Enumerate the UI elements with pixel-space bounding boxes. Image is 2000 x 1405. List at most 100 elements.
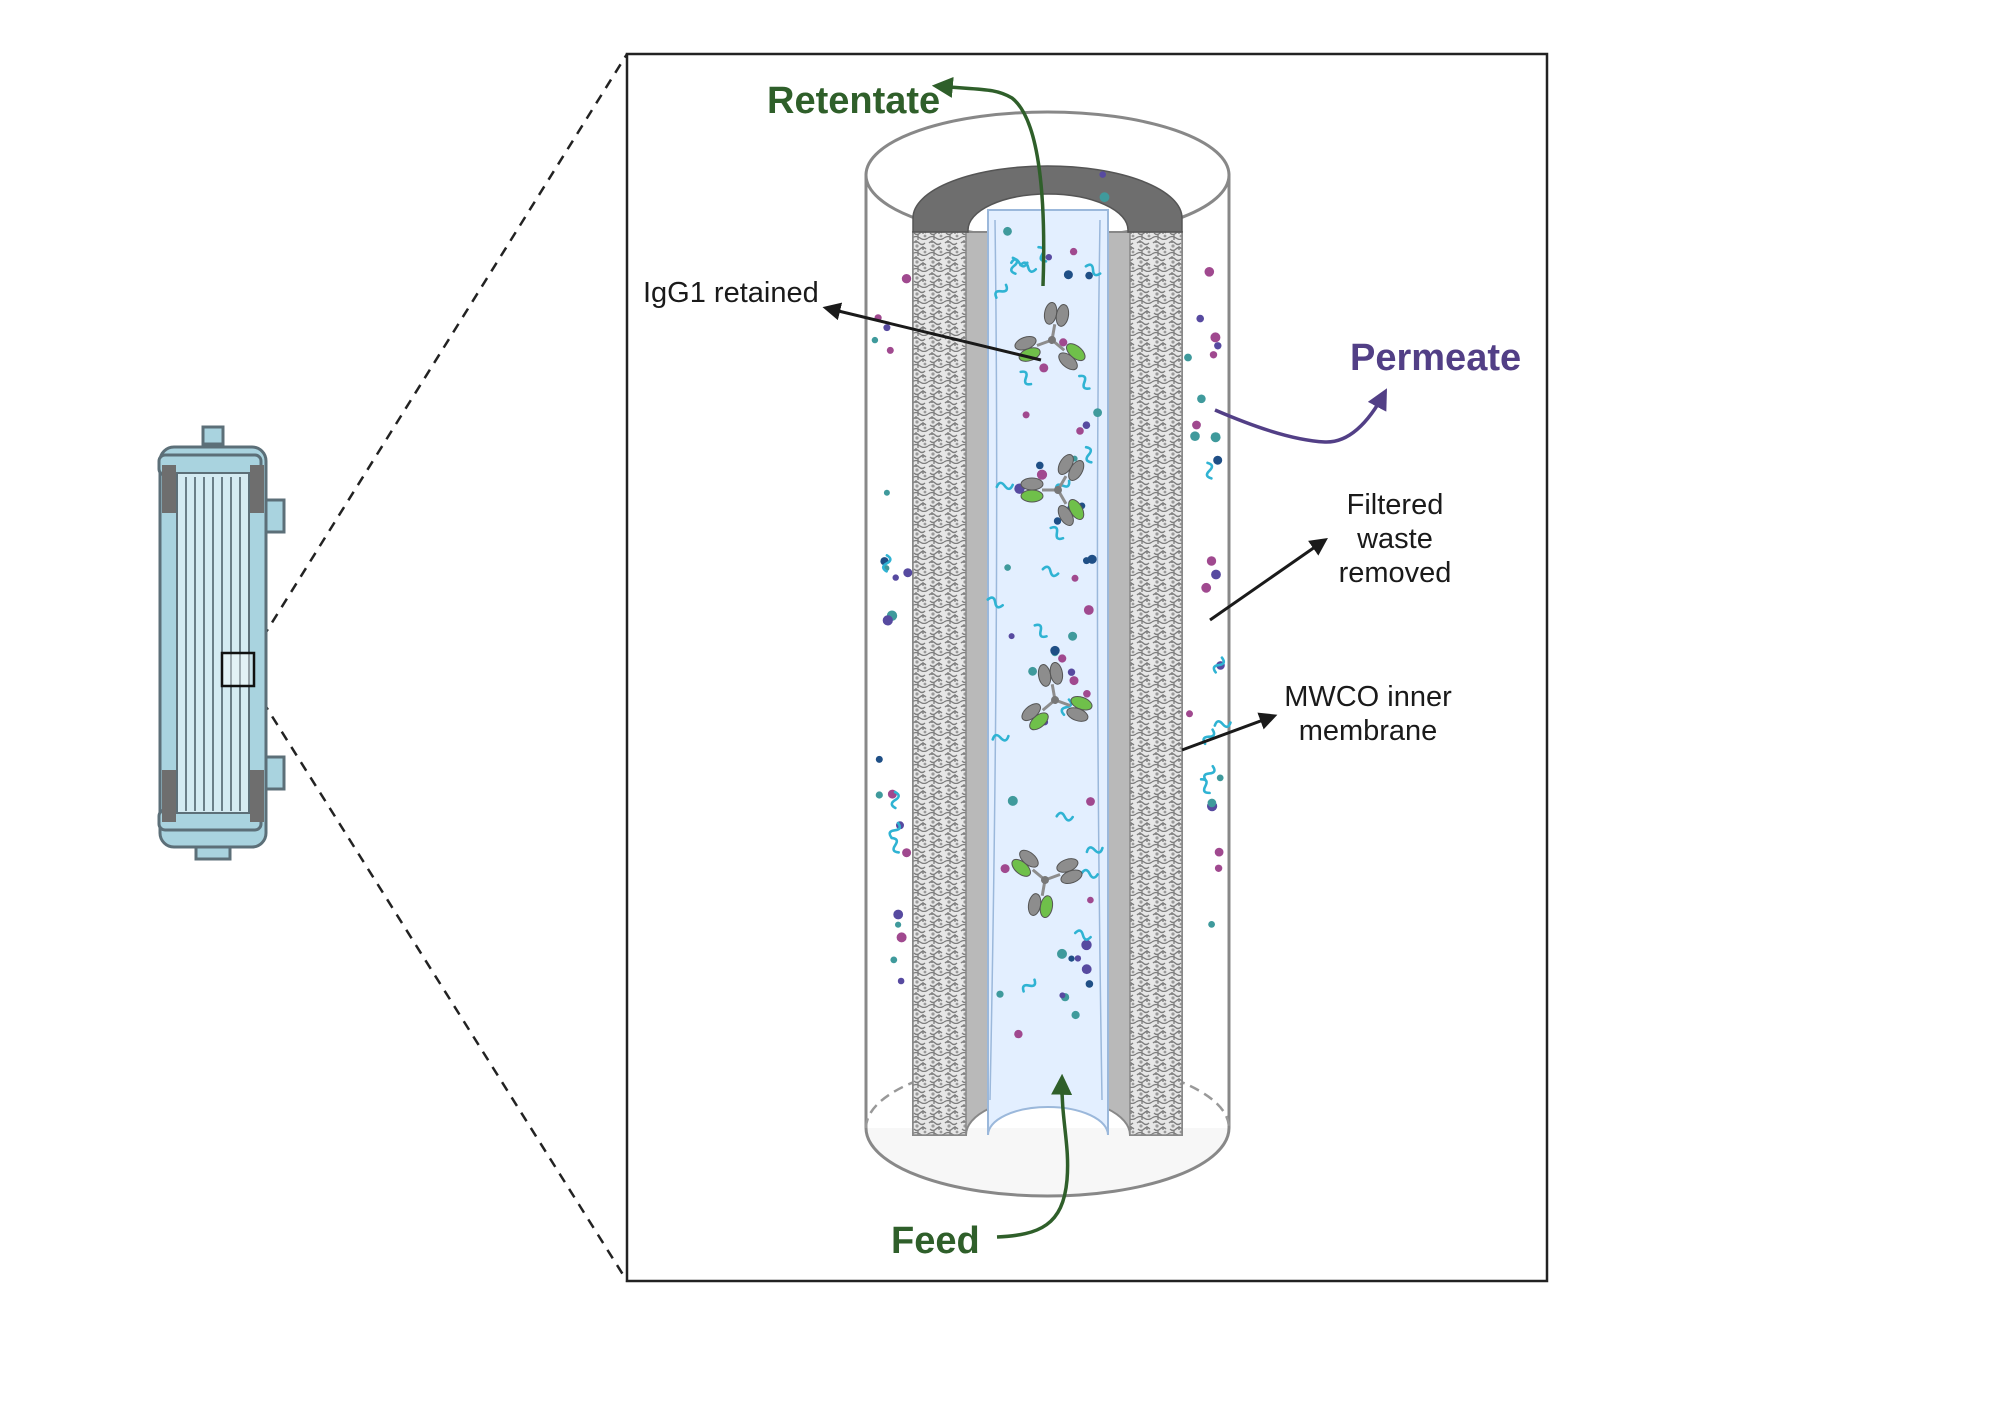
squiggle: [1021, 978, 1037, 993]
particle: [1099, 192, 1110, 203]
particle: [1208, 921, 1215, 928]
particle: [1059, 338, 1068, 347]
particle: [996, 990, 1004, 998]
particle: [1214, 864, 1223, 872]
igg1-pointer: [822, 302, 1042, 362]
particle: [875, 791, 883, 799]
particle: [893, 909, 904, 920]
particle: [896, 932, 907, 943]
particle: [1093, 408, 1102, 417]
particle: [1069, 676, 1079, 686]
squiggles: [881, 245, 1232, 993]
squiggle: [1019, 370, 1033, 386]
particle: [1007, 795, 1018, 806]
particle: [1069, 247, 1078, 256]
particle: [1036, 469, 1048, 480]
mwco-label: MWCO inner membrane: [1284, 681, 1452, 747]
squiggle: [1049, 525, 1065, 541]
particle: [1003, 226, 1012, 236]
particle: [1204, 267, 1215, 277]
particle: [1210, 332, 1221, 343]
particle: [882, 615, 893, 626]
squiggle: [881, 554, 892, 573]
particle: [1057, 948, 1067, 959]
antibody-icon: [1020, 453, 1085, 527]
particle: [1190, 431, 1200, 442]
squiggle: [995, 481, 1015, 491]
particle: [1036, 461, 1044, 470]
particle: [1071, 574, 1079, 582]
particle: [1067, 668, 1076, 676]
squiggle: [890, 836, 900, 854]
particle: [1086, 797, 1095, 806]
module-zoom-box: [220, 651, 256, 688]
particle: [1214, 342, 1222, 350]
particle: [1206, 556, 1217, 566]
particle: [902, 848, 912, 858]
particle: [1085, 980, 1094, 988]
squiggle: [1033, 623, 1048, 639]
particle: [1184, 353, 1192, 362]
squiggle: [888, 821, 902, 839]
particle: [897, 977, 905, 985]
particle: [1008, 633, 1015, 640]
squiggle: [1041, 565, 1060, 578]
squiggle: [890, 790, 900, 810]
squiggle: [1212, 656, 1226, 674]
particle: [1207, 798, 1217, 808]
particle: [1087, 896, 1094, 904]
particle: [875, 755, 883, 763]
particle: [1071, 1010, 1080, 1020]
squiggle: [1080, 868, 1099, 879]
particle: [1053, 517, 1062, 525]
particle: [1081, 939, 1092, 951]
zoom-line-bottom: [251, 685, 629, 1282]
mwco-pointer: [1181, 712, 1278, 752]
particle: [1213, 455, 1223, 465]
squiggle: [1073, 929, 1092, 941]
feed-label: Feed: [891, 1220, 980, 1262]
particle: [883, 489, 890, 496]
squiggle: [1203, 764, 1216, 783]
squiggle: [1084, 445, 1093, 464]
particle: [1216, 774, 1224, 782]
squiggle: [1085, 846, 1104, 854]
waste-pointer: [1209, 537, 1328, 622]
particle: [1004, 564, 1011, 571]
permeate-arrow: [1214, 388, 1387, 444]
particle: [1196, 314, 1204, 323]
particle: [1186, 710, 1193, 718]
particle: [1022, 411, 1030, 419]
permeate-label: Permeate: [1350, 337, 1522, 379]
particle: [1083, 605, 1094, 615]
membrane-wall-right: [1129, 231, 1183, 1136]
particle: [1058, 654, 1067, 663]
particle: [1028, 666, 1037, 676]
membrane-top-cap: [912, 165, 1183, 233]
filtered-waste-label: Filtered waste removed: [1338, 489, 1452, 589]
igg1-label: IgG1 retained: [643, 277, 819, 309]
particle: [871, 336, 879, 344]
particle: [1039, 363, 1049, 373]
squiggle: [1084, 263, 1102, 277]
module-fibers: [185, 477, 241, 811]
particle: [1050, 645, 1060, 656]
squiggle: [991, 733, 1010, 742]
antibody-icon: [1011, 849, 1083, 919]
particle: [901, 274, 912, 284]
particle: [903, 568, 913, 578]
particle: [1211, 569, 1221, 580]
particle: [1045, 254, 1053, 261]
squiggle: [1078, 374, 1091, 390]
particle: [895, 921, 902, 928]
particle: [883, 324, 891, 332]
antibodies: [1011, 301, 1093, 919]
particle: [1063, 270, 1073, 280]
particle: [1014, 1029, 1023, 1039]
squiggle: [986, 596, 1005, 609]
squiggle: [1010, 258, 1029, 268]
particle: [1197, 394, 1206, 404]
membrane-wall-left: [912, 231, 967, 1136]
particle: [892, 574, 899, 581]
